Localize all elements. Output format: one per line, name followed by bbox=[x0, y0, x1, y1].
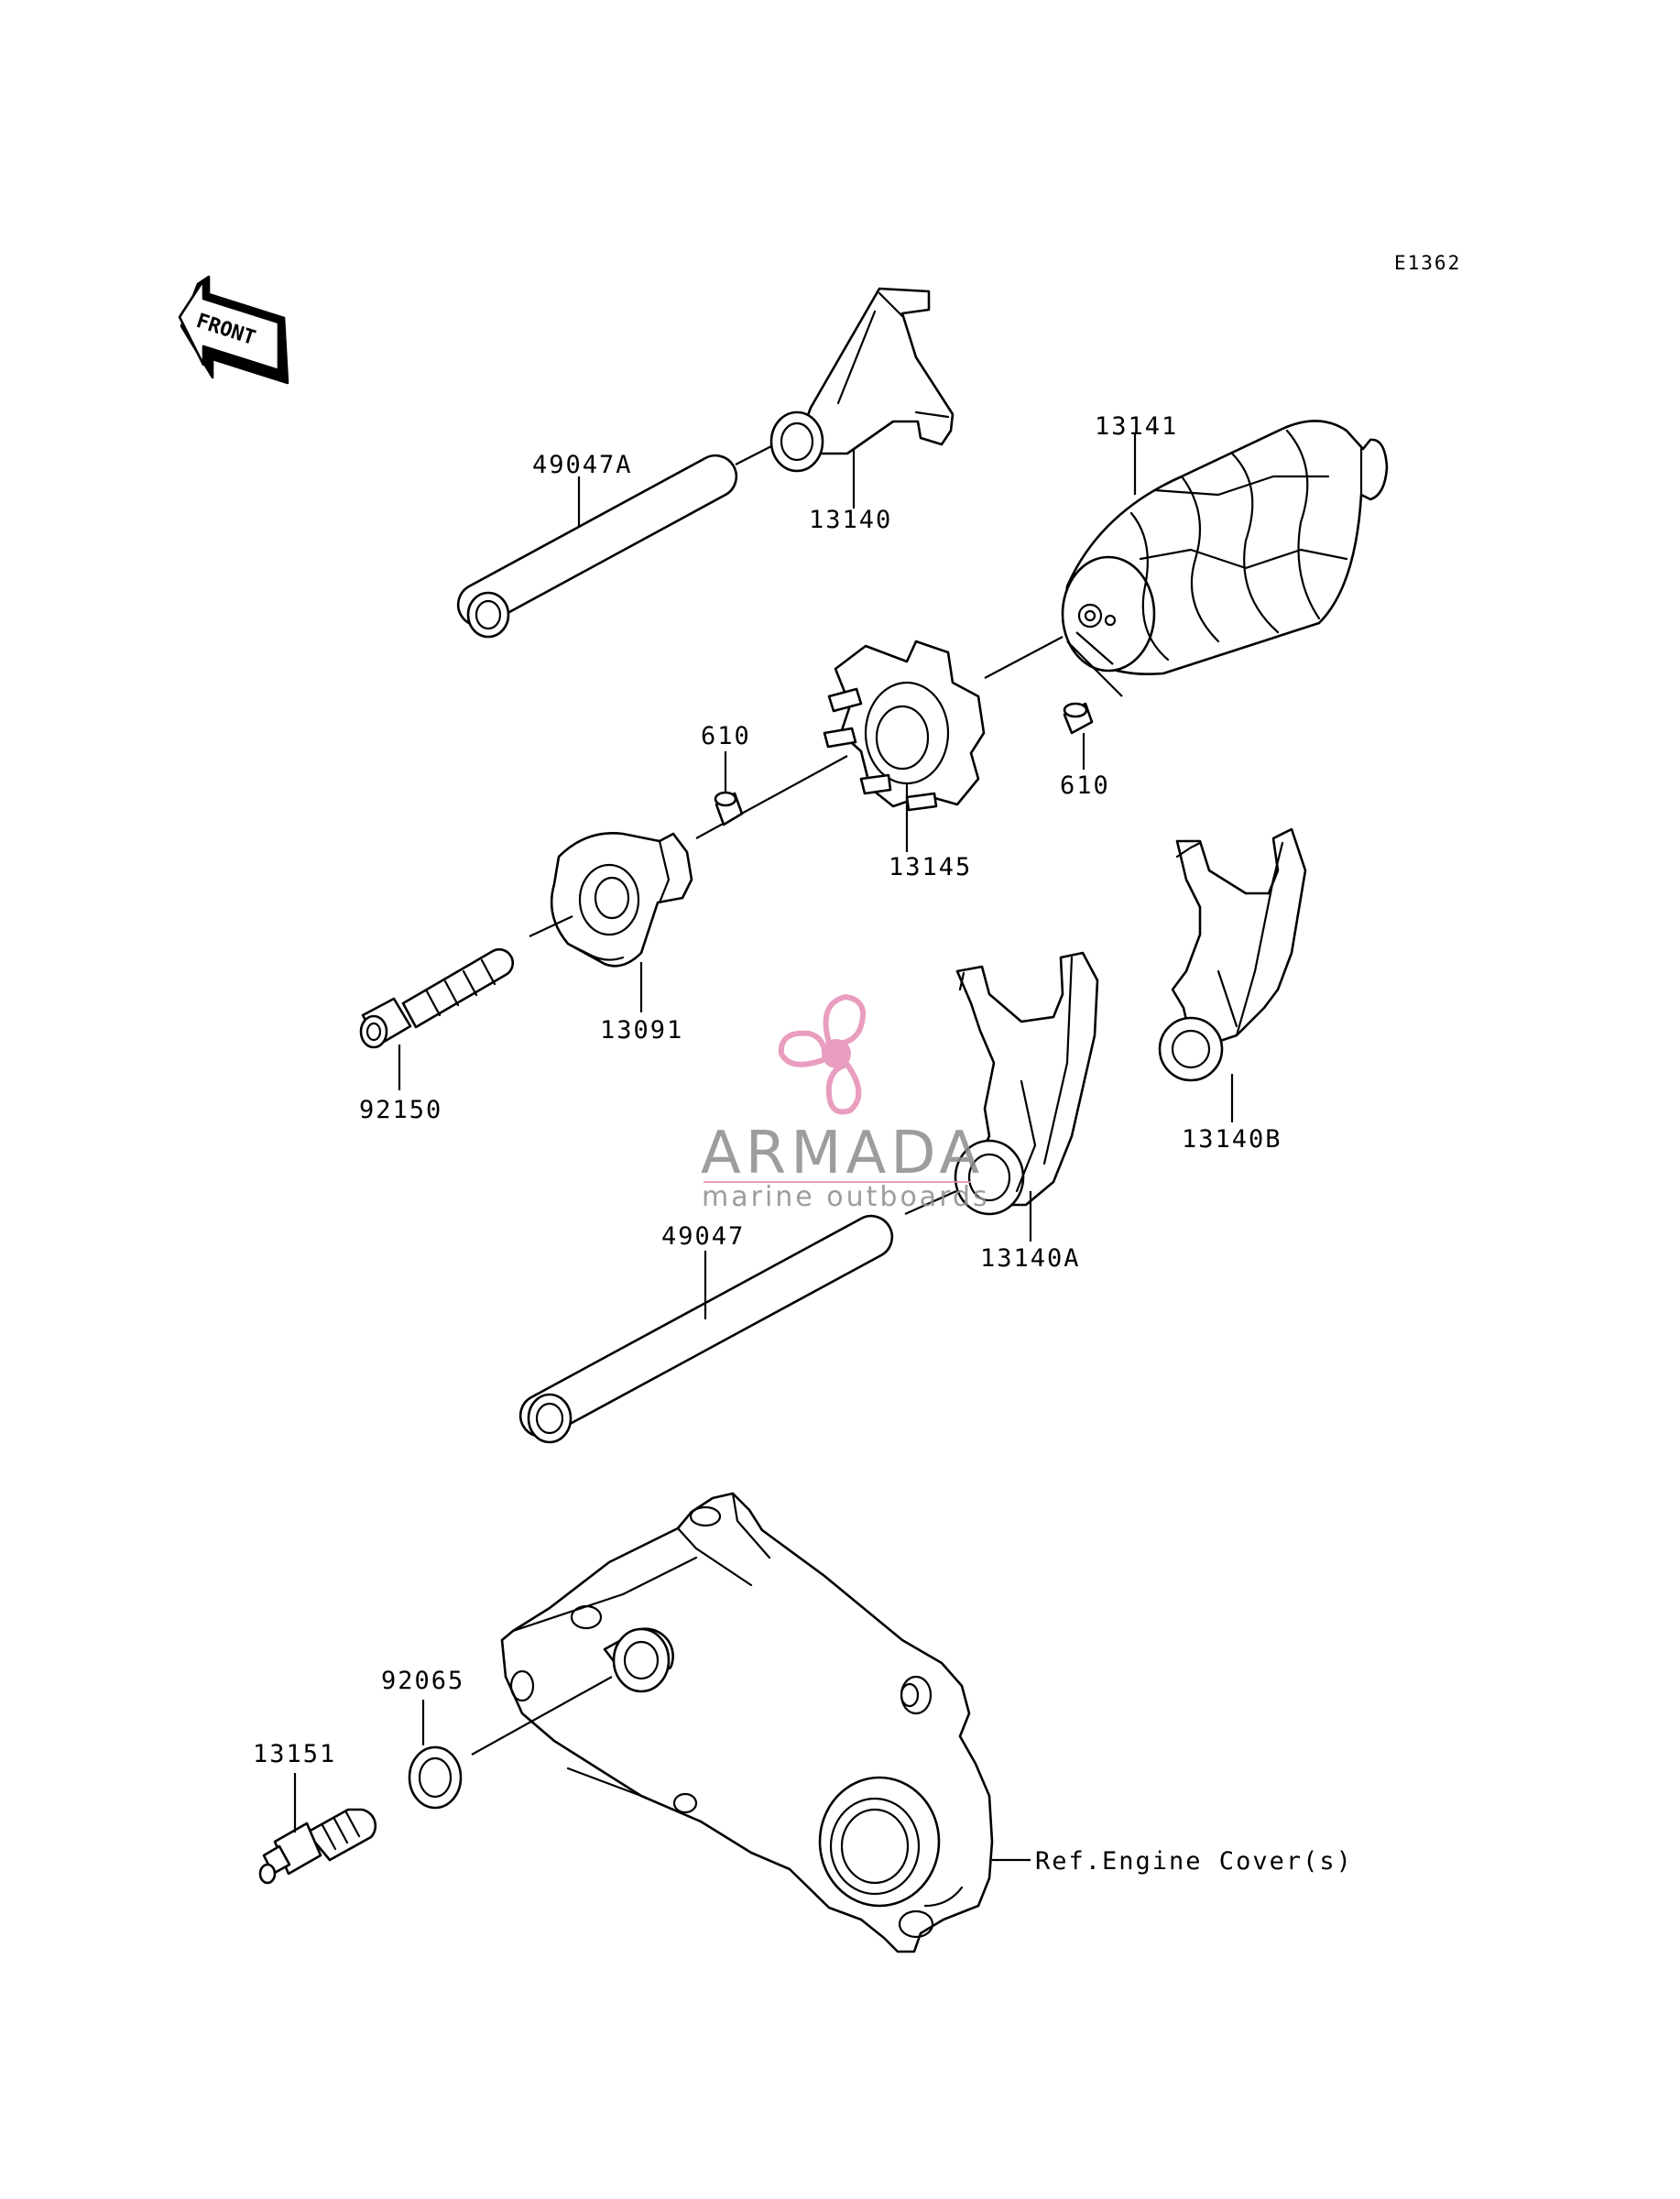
shift-fork-13140B bbox=[1158, 827, 1307, 1082]
part-label-13140: 13140 bbox=[809, 506, 892, 534]
shift-drum-13141 bbox=[1061, 420, 1389, 675]
watermark-tagline: marine outboards bbox=[702, 1181, 990, 1213]
part-label-49047: 49047 bbox=[661, 1222, 745, 1251]
part-label-13140A: 13140A bbox=[980, 1244, 1081, 1273]
watermark: ARMADA marine outboards bbox=[701, 993, 990, 1213]
propeller-icon bbox=[778, 993, 866, 1115]
shaft-49047A bbox=[456, 454, 738, 639]
part-label-13141: 13141 bbox=[1095, 412, 1178, 441]
part-label-92065: 92065 bbox=[381, 1667, 464, 1695]
shift-fork-13140A bbox=[954, 951, 1099, 1216]
part-label-610-upper: 610 bbox=[701, 722, 751, 750]
front-arrow-icon: FRONT bbox=[178, 275, 289, 385]
part-label-610-lower: 610 bbox=[1060, 771, 1110, 800]
shift-fork-13140 bbox=[769, 287, 955, 473]
engine-cover bbox=[500, 1492, 994, 1953]
part-label-49047A: 49047A bbox=[532, 451, 633, 479]
bolt-92150 bbox=[359, 947, 515, 1049]
reference-note: Ref.Engine Cover(s) bbox=[1035, 1847, 1353, 1876]
shift-cam-13091 bbox=[550, 832, 693, 968]
watermark-name: ARMADA bbox=[701, 1120, 984, 1187]
part-label-13151: 13151 bbox=[253, 1740, 336, 1768]
pin-610-right bbox=[1063, 702, 1094, 735]
washer-92065 bbox=[408, 1745, 463, 1810]
shaft-49047 bbox=[518, 1214, 894, 1444]
part-label-13091: 13091 bbox=[600, 1016, 683, 1045]
part-label-92150: 92150 bbox=[359, 1096, 442, 1124]
neutral-switch-13151 bbox=[258, 1808, 377, 1885]
pin-610-left bbox=[714, 791, 744, 826]
part-label-13140B: 13140B bbox=[1182, 1125, 1282, 1154]
diagram-code: E1362 bbox=[1394, 252, 1461, 274]
part-label-13145: 13145 bbox=[889, 853, 972, 881]
cam-plate-13145 bbox=[823, 640, 986, 812]
